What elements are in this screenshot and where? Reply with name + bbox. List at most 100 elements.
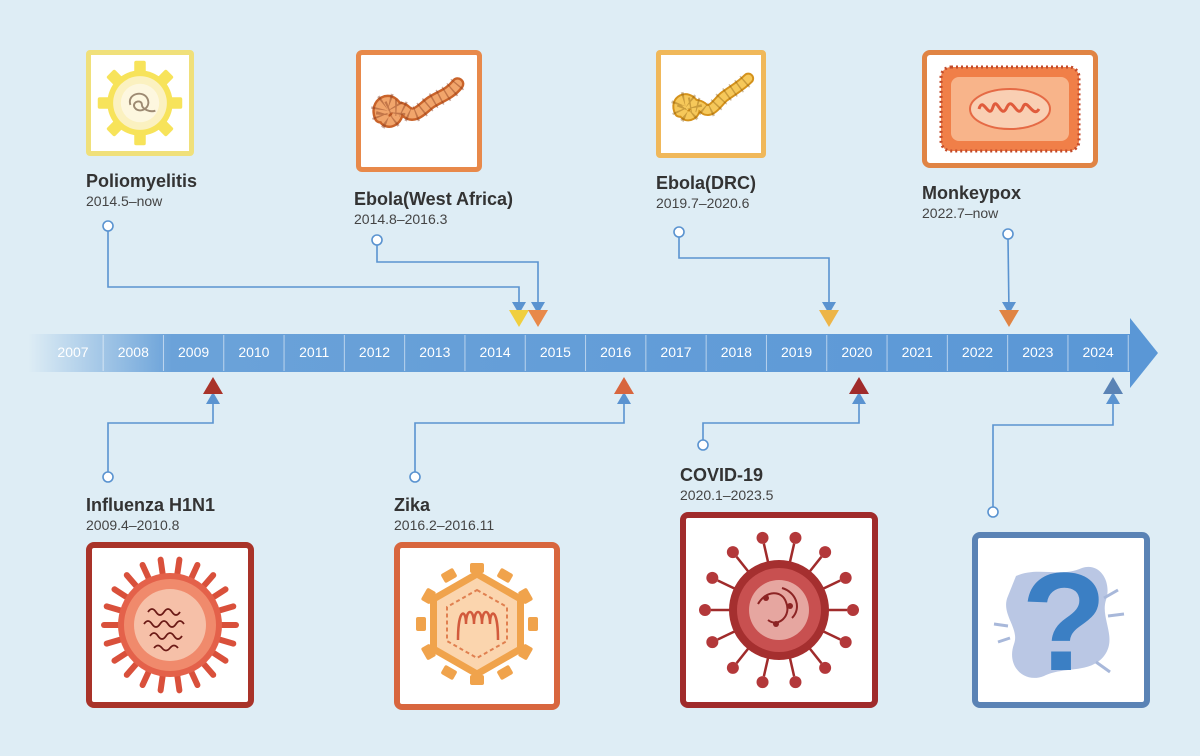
virus-spike (157, 556, 166, 579)
virus-spike (199, 659, 217, 678)
virus-spike (209, 586, 229, 601)
year-marker-triangle (614, 377, 634, 394)
event-period: 2009.4–2010.8 (86, 517, 180, 533)
connector-dot (987, 506, 999, 518)
svg-text:?: ? (1021, 543, 1107, 700)
event-name: Poliomyelitis (86, 171, 198, 191)
connector-line (702, 404, 860, 440)
year-label-2010: 2010 (238, 344, 270, 360)
connector-dot (371, 234, 383, 246)
virus-spike (174, 671, 183, 694)
year-label-2014: 2014 (479, 344, 511, 360)
virus-spike-head (839, 571, 852, 584)
event-name: COVID-19 (680, 465, 764, 485)
year-marker-triangle (849, 377, 869, 394)
year-label-2007: 2007 (57, 344, 89, 360)
connector-dot (697, 439, 709, 451)
event-period: 2014.8–2016.3 (354, 211, 448, 227)
event-name: Influenza H1N1 (86, 495, 216, 515)
event-label-poliomyelitis: Poliomyelitis 2014.5–now (86, 170, 197, 210)
event-name: Ebola(DRC) (656, 173, 756, 193)
event-name: Zika (394, 495, 431, 515)
connector-line (376, 245, 539, 302)
connector-dot (1002, 228, 1014, 240)
event-label-zika: Zika 2016.2–2016.11 (394, 494, 494, 534)
event-name: Ebola(West Africa) (354, 189, 514, 209)
virus-spike (187, 561, 201, 583)
connector-pointer (822, 302, 836, 314)
coronavirus-icon (680, 512, 878, 708)
year-marker-triangle (999, 310, 1019, 327)
virus-spike (441, 665, 457, 680)
event-period: 2014.5–now (86, 193, 163, 209)
connector-pointer (852, 392, 866, 404)
year-label-2019: 2019 (781, 344, 813, 360)
event-period: 2022.7–now (922, 205, 999, 221)
year-label-2012: 2012 (358, 344, 391, 360)
connector-pointer (512, 302, 526, 314)
connector-pointer (1002, 302, 1016, 314)
virus-spike (497, 665, 513, 680)
zika-virus-icon (394, 542, 560, 710)
connector-dot (102, 220, 114, 232)
year-label-2008: 2008 (117, 344, 149, 360)
virus-spike (441, 568, 457, 583)
year-label-2020: 2020 (841, 344, 873, 360)
virus-spike (123, 572, 141, 591)
virus-spike (735, 646, 751, 664)
year-ticks (102, 335, 1129, 371)
year-marker-triangle (528, 310, 548, 327)
virus-spike (470, 563, 484, 573)
virus-spike (421, 588, 436, 604)
virus-spike (214, 603, 237, 614)
virus-spike (807, 556, 823, 574)
event-period: 2020.1–2023.5 (680, 487, 774, 503)
virus-spike-head (699, 604, 711, 616)
virus-spike (717, 579, 737, 591)
connector-line (1007, 238, 1010, 313)
connector-line (678, 237, 830, 302)
timeline-arrow (28, 318, 1158, 388)
virus-spike (717, 629, 737, 641)
connector-dot (673, 226, 685, 238)
event-label-monkeypox: Monkeypox 2022.7–now (922, 182, 1021, 222)
connector-pointer (617, 392, 631, 404)
virus-spike (788, 656, 796, 677)
connector-line (992, 404, 1114, 507)
connector-pointer (1106, 392, 1120, 404)
virus-spike (139, 667, 153, 689)
monkeypox-virus-icon (922, 50, 1098, 168)
virus-spike (762, 656, 770, 677)
virus-spike (199, 572, 217, 591)
virus-spike (821, 579, 841, 591)
event-period: 2019.7–2020.6 (656, 195, 750, 211)
virus-spike (157, 671, 166, 694)
year-label-2023: 2023 (1022, 344, 1054, 360)
ebola-virus-icon (656, 50, 766, 158)
ebola-virus-icon (356, 50, 482, 172)
event-label-covid19: COVID-19 2020.1–2023.5 (680, 464, 773, 504)
connector-pointer (206, 392, 220, 404)
virus-spike (528, 617, 538, 631)
year-label-2021: 2021 (901, 344, 933, 360)
question-mark-icon: ? (972, 532, 1150, 708)
connector-line (107, 404, 214, 472)
virus-spike-head (847, 604, 859, 616)
virus-spike-head (756, 531, 769, 544)
virus-spike (139, 561, 153, 583)
event-label-ebola-drc: Ebola(DRC) 2019.7–2020.6 (656, 172, 756, 212)
connector-pointer (531, 302, 545, 314)
year-label-2013: 2013 (419, 344, 451, 360)
event-connectors (102, 220, 1123, 518)
virus-spike (735, 556, 751, 574)
year-label-2017: 2017 (660, 344, 692, 360)
virus-spike-head (756, 676, 769, 689)
virus-spike (470, 675, 484, 685)
virus-spike-head (726, 546, 739, 559)
year-label-2024: 2024 (1082, 344, 1114, 360)
year-label-2022: 2022 (961, 344, 994, 360)
virus-spike-head (706, 571, 719, 584)
year-label-2015: 2015 (539, 344, 571, 360)
